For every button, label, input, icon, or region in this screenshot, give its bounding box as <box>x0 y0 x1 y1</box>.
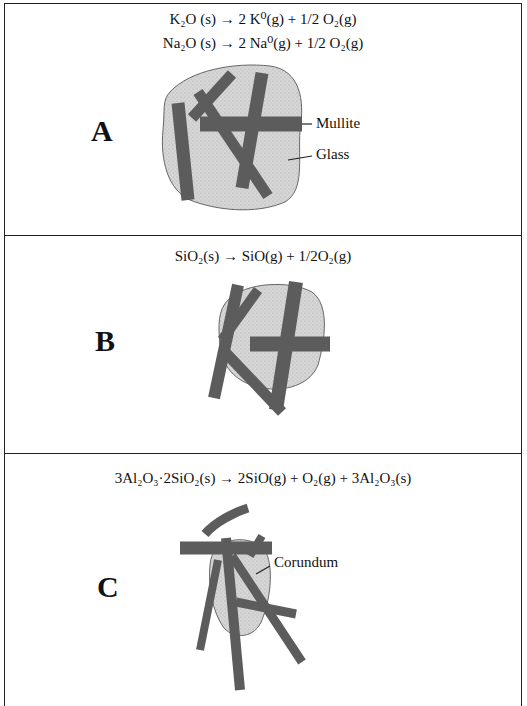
mullite-needles <box>214 282 330 412</box>
panel-letter: A <box>91 114 113 148</box>
diagram-panel: K₂O (s) → 2 K⁰(g) + 1/2 O₂(g) Na₂O (s) → … <box>4 3 522 236</box>
diagram-panel: SiO₂(s) → SiO(g) + 1/2O₂(g) B <box>4 235 522 454</box>
reaction-equation: Na₂O (s) → 2 Na⁰(g) + 1/2 O₂(g) <box>5 34 521 52</box>
panel-c-drawing <box>180 508 302 690</box>
leader-line <box>288 156 312 160</box>
corundum-label: Corundum <box>272 554 340 571</box>
diagram-panel: 3Al₂O₃·2SiO₂(s) → 2SiO(g) + O₂(g) + 3Al₂… <box>4 453 522 706</box>
mullite-needles <box>180 508 302 690</box>
leader-line <box>256 566 270 574</box>
panel-b-drawing <box>214 282 330 412</box>
glass-phase <box>162 65 301 210</box>
reaction-equation: K₂O (s) → 2 K⁰(g) + 1/2 O₂(g) <box>5 10 521 28</box>
mullite-needles <box>178 73 302 200</box>
panel-letter: B <box>95 324 115 358</box>
panel-a-drawing <box>162 65 312 210</box>
leader-line <box>302 123 312 124</box>
panel-letter: C <box>97 570 119 604</box>
mullite-label: Mullite <box>314 115 362 132</box>
glass-label: Glass <box>314 146 351 163</box>
reaction-equation: 3Al₂O₃·2SiO₂(s) → 2SiO(g) + O₂(g) + 3Al₂… <box>5 470 521 487</box>
reaction-equation: SiO₂(s) → SiO(g) + 1/2O₂(g) <box>5 248 521 265</box>
